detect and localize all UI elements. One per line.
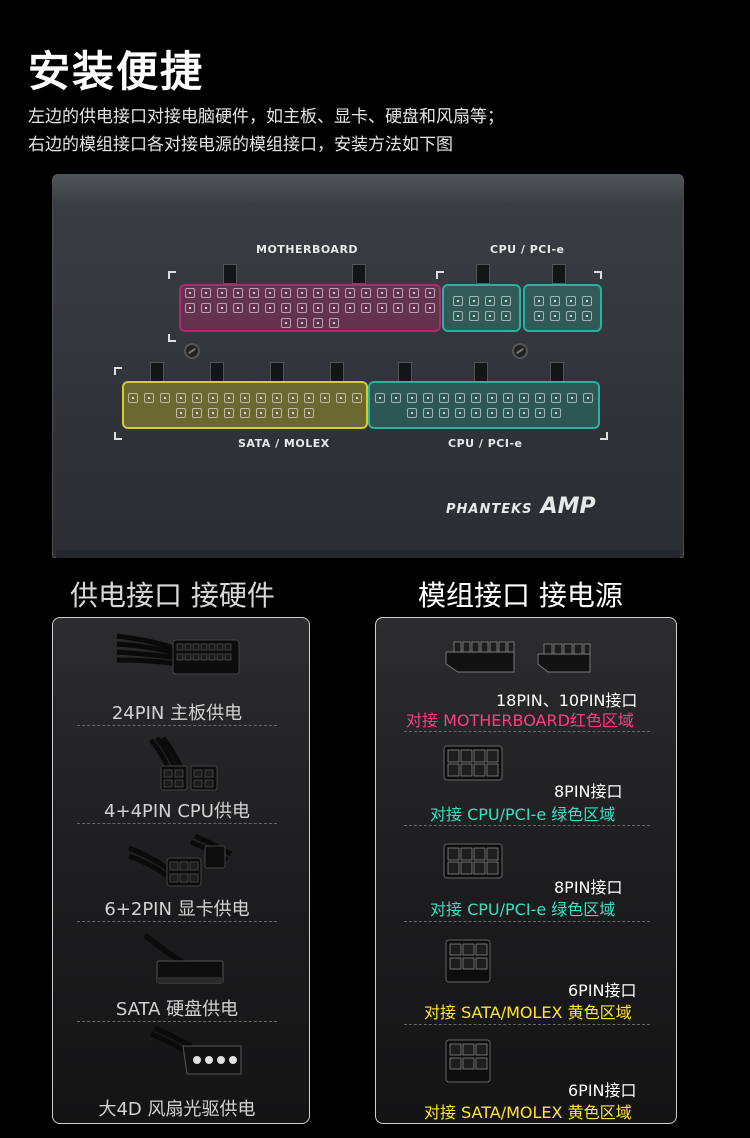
right-heading: 模组接口 接电源 [418,579,623,612]
4plus4pin-cable-icon [149,736,218,791]
6pin-connector-icon [445,1039,491,1083]
brand-name: PHANTEKS [446,502,533,517]
port-label-6pin: 6PIN接口 [568,1081,637,1100]
24pin-cable-icon [116,633,240,675]
caption-molex: 大4D 风扇光驱供电 [98,1099,256,1120]
molex-cable-icon [150,1026,242,1075]
port-cpu-pcie-green [370,383,598,427]
description-line-1: 左边的供电接口对接电脑硬件，如主板、显卡、硬盘和风扇等； [28,107,504,127]
port-label-6pin: 6PIN接口 [568,981,637,1000]
separator [404,825,650,826]
label-motherboard: MOTHERBOARD [256,243,359,256]
port-latch [552,264,566,284]
port-latch [270,362,284,382]
corner-bracket [168,334,176,342]
port-label-8pin: 8PIN接口 [554,782,623,801]
target-label-cpu-pcie: 对接 CPU/PCI-e 绿色区域 [430,805,616,824]
page-title: 安装便捷 [28,47,205,96]
label-cpu-pcie-bottom: CPU / PCI-e [448,437,523,450]
caption-4plus4pin: 4+4PIN CPU供电 [104,801,250,822]
6pin-connector-icon [445,939,491,983]
port-latch [352,264,366,284]
port-latch [476,264,490,284]
screw-icon [184,343,200,359]
corner-bracket [600,432,608,440]
label-cpu-pcie-top: CPU / PCI-e [490,243,565,256]
port-label-8pin: 8PIN接口 [554,878,623,897]
caption-6plus2pin: 6+2PIN 显卡供电 [104,899,250,920]
separator [404,1024,650,1025]
port-latch [398,362,412,382]
port-latch [330,362,344,382]
port-latch [474,362,488,382]
left-heading: 供电接口 接硬件 [70,579,275,612]
description-line-2: 右边的模组接口各对接电源的模组接口，安装方法如下图 [28,135,453,155]
corner-bracket [436,271,444,279]
port-cpu-pcie-green [525,286,600,330]
brand-logo: PHANTEKS AMP [446,494,596,519]
separator [77,1021,277,1022]
psu-top-edge [52,174,684,204]
target-label-sata-molex: 对接 SATA/MOLEX 黄色区域 [424,1003,632,1022]
target-label-sata-molex: 对接 SATA/MOLEX 黄色区域 [424,1103,632,1122]
port-latch [210,362,224,382]
port-cpu-pcie-green [444,286,519,330]
screw-icon [512,343,528,359]
psu-modular-panel: MOTHERBOARD CPU / PCI-e SATA / MOLEX CPU… [52,174,684,558]
left-panel-hardware-cables: 24PIN 主板供电 4+4PIN CPU供电 6+2PIN 显卡供电 SATA… [52,617,310,1124]
separator [404,921,650,922]
6plus2pin-cable-icon [128,833,233,887]
port-latch [223,264,237,284]
port-label-18pin-10pin: 18PIN、10PIN接口 [496,691,638,710]
label-sata-molex: SATA / MOLEX [238,437,330,450]
caption-sata: SATA 硬盘供电 [115,999,239,1020]
port-latch [550,362,564,382]
corner-bracket [594,271,602,279]
separator [77,921,277,922]
separator [77,823,277,824]
separator [77,725,277,726]
caption-24pin: 24PIN 主板供电 [111,703,243,724]
8pin-connector-icon [443,745,503,781]
sata-cable-icon [143,933,224,984]
corner-bracket [114,432,122,440]
psu-bottom-edge [56,550,680,558]
18pin-10pin-connector-icon [445,641,591,673]
separator [404,731,650,732]
target-label-cpu-pcie: 对接 CPU/PCI-e 绿色区域 [430,900,616,919]
8pin-connector-icon [443,843,503,879]
port-motherboard-red [181,286,439,330]
corner-bracket [168,271,176,279]
model-name: AMP [540,494,596,519]
right-panel-modular-ports: 18PIN、10PIN接口 对接 MOTHERBOARD红色区域 8PIN接口 … [375,617,677,1124]
port-latch [150,362,164,382]
corner-bracket [114,367,122,375]
port-sata-molex-yellow [124,383,366,427]
target-label-motherboard: 对接 MOTHERBOARD红色区域 [406,711,634,730]
